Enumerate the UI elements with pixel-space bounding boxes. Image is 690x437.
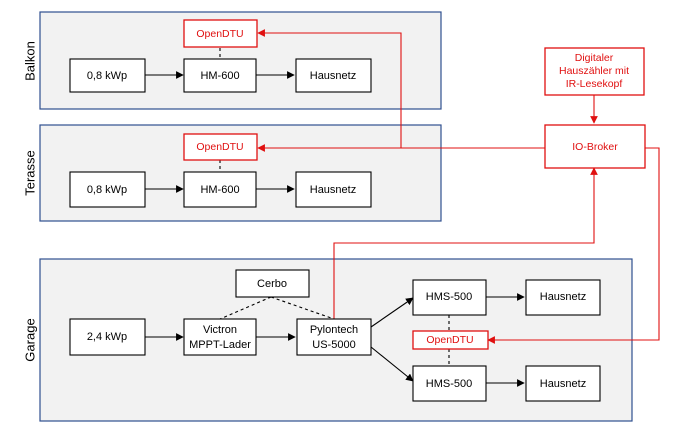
inverter-terasse-box xyxy=(183,171,257,208)
pv-source-terasse-label: 0,8 kWp xyxy=(87,184,127,196)
inverter-top-box xyxy=(412,279,487,316)
pv-source-garage-label: 2,4 kWp xyxy=(87,331,127,343)
digital-meter-label-line2: Hauszähler mit xyxy=(559,65,629,77)
opendtu-terasse-label: OpenDTU xyxy=(196,141,243,153)
opendtu-balkon-box xyxy=(183,19,258,48)
victron-charger-label-line2: MPPT-Lader xyxy=(189,339,251,351)
section-label-garage: Garage xyxy=(23,318,38,361)
grid-balkon-box xyxy=(295,58,372,93)
pylontech-battery-label-line1: Pylontech xyxy=(310,324,358,336)
inverter-bottom-label: HMS-500 xyxy=(426,378,472,390)
victron-charger-label-line1: Victron xyxy=(203,324,237,336)
opendtu-garage-box xyxy=(412,330,489,350)
opendtu-terasse-box xyxy=(183,133,258,161)
digital-meter-box xyxy=(544,47,645,96)
arrow-battery-broker xyxy=(333,167,598,319)
pylontech-battery-label-line2: US-5000 xyxy=(312,339,355,351)
grid-terasse-label: Hausnetz xyxy=(310,184,356,196)
digital-meter-label-line1: Digitaler xyxy=(575,52,614,64)
inverter-balkon-label: HM-600 xyxy=(200,70,239,82)
pv-source-balkon-box xyxy=(69,58,146,93)
pv-source-garage-box xyxy=(69,318,146,356)
pv-source-terasse-box xyxy=(69,171,146,208)
grid-bottom-box xyxy=(525,365,601,402)
section-label-terasse: Terasse xyxy=(23,150,38,196)
victron-charger-box xyxy=(183,318,257,356)
io-broker-label: IO-Broker xyxy=(572,141,618,153)
opendtu-balkon-label: OpenDTU xyxy=(196,28,243,40)
arrow-broker-opendtu-garage xyxy=(487,147,660,344)
inverter-balkon-box xyxy=(183,58,257,93)
grid-bottom-label: Hausnetz xyxy=(540,378,586,390)
inverter-terasse-label: HM-600 xyxy=(200,184,239,196)
io-broker-box xyxy=(544,124,646,169)
cerbo-box xyxy=(235,269,310,298)
section-label-balkon: Balkon xyxy=(23,41,38,81)
pylontech-battery-box xyxy=(296,318,372,356)
cerbo-label: Cerbo xyxy=(257,278,287,290)
pv-source-balkon-label: 0,8 kWp xyxy=(87,70,127,82)
grid-top-label: Hausnetz xyxy=(540,291,586,303)
grid-balkon-label: Hausnetz xyxy=(310,70,356,82)
grid-terasse-box xyxy=(295,171,372,208)
inverter-top-label: HMS-500 xyxy=(426,291,472,303)
arrow-battery-inverter-bottom xyxy=(370,346,414,382)
opendtu-garage-label: OpenDTU xyxy=(426,334,473,346)
digital-meter-label-line3: IR-Lesekopf xyxy=(566,78,623,90)
dashed-link-cerbo-battery xyxy=(270,296,335,320)
inverter-bottom-box xyxy=(412,365,487,402)
arrow-battery-inverter-top xyxy=(370,297,414,328)
grid-top-box xyxy=(525,279,601,316)
